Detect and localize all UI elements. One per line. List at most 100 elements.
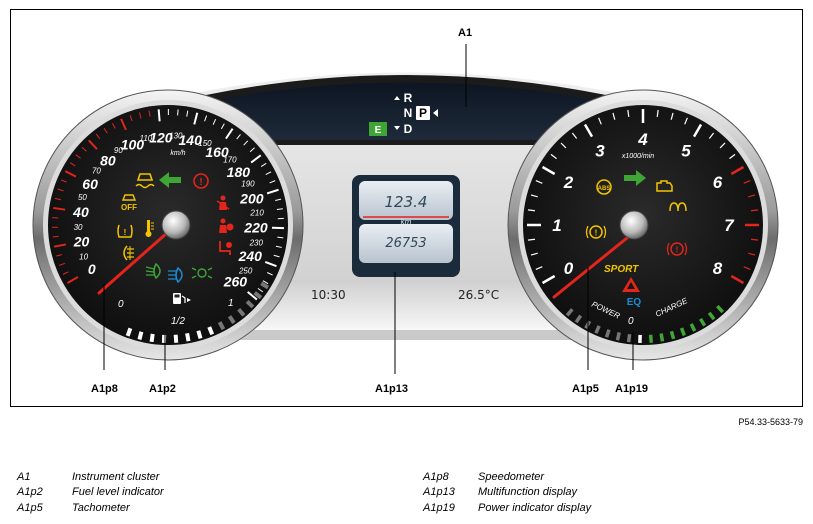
svg-text:OFF: OFF <box>121 203 137 212</box>
tach-tick <box>670 112 674 120</box>
fuel-segment <box>207 326 215 336</box>
speed-tick <box>53 206 66 211</box>
mfd-trip-tile <box>359 181 453 220</box>
tach-tick <box>627 109 630 118</box>
speed-tick <box>204 115 208 122</box>
gear-up-arrow-icon <box>394 96 400 100</box>
tach-tick <box>535 266 543 270</box>
tach-label: 8 <box>713 259 723 278</box>
esp-off-icon: OFF <box>121 194 137 212</box>
speedometer-ticks <box>52 108 284 301</box>
callout-a1: A1 <box>458 27 473 39</box>
clock: 10:30 <box>311 288 346 302</box>
tach-label: 3 <box>595 142 605 161</box>
speed-label: 140 <box>179 132 203 148</box>
trip-distance: 123.4 <box>385 193 428 211</box>
tachometer-hub <box>619 210 649 240</box>
power-segment <box>698 317 707 327</box>
eco-indicator: E <box>375 125 382 136</box>
speed-tick <box>257 287 264 293</box>
svg-text:!: ! <box>595 229 598 238</box>
speed-label: 200 <box>239 190 264 206</box>
callout-a1p8: A1p8 <box>91 383 118 395</box>
power-segment <box>594 325 601 334</box>
abs-warning-icon: ABS <box>596 179 612 195</box>
gear-p-box <box>416 106 430 120</box>
power-segment <box>615 332 621 341</box>
speed-minor-label: 110 <box>139 134 152 143</box>
speed-tick <box>265 171 272 175</box>
speed-label: 260 <box>223 274 248 290</box>
tach-tick <box>612 112 616 120</box>
fuel-segment <box>227 315 236 324</box>
speed-tick <box>157 109 161 122</box>
power-segment <box>574 314 583 324</box>
speedometer-hub <box>161 210 191 240</box>
speed-tick <box>129 115 133 122</box>
turn-signal-left-icon <box>159 172 181 188</box>
speed-label: 20 <box>73 233 90 249</box>
speed-tick <box>262 280 269 285</box>
tach-tick <box>560 142 567 149</box>
fuel-segment <box>237 307 246 317</box>
speed-tick <box>250 154 262 164</box>
speed-tick <box>53 243 67 248</box>
speed-tick <box>212 119 217 125</box>
tach-tick <box>748 194 756 198</box>
coolant-temp-icon <box>145 220 154 237</box>
gear-p: P <box>419 106 427 120</box>
speed-tick <box>260 162 267 167</box>
speed-tick <box>138 112 142 119</box>
turn-signal-right-icon <box>624 170 646 186</box>
sport-mode-indicator: SPORT <box>604 264 639 275</box>
fuel-segment <box>217 321 226 331</box>
tach-label: 5 <box>681 142 691 161</box>
speed-tick <box>69 162 76 167</box>
speed-tick <box>64 170 77 178</box>
tach-tick <box>750 209 759 212</box>
check-engine-icon <box>656 180 673 192</box>
speed-tick <box>120 118 127 131</box>
tach-tick <box>729 153 736 160</box>
speed-label: 0 <box>88 261 96 277</box>
tach-tick <box>743 180 751 184</box>
tach-unit: x1000/min <box>621 153 654 160</box>
mfd-odometer-tile <box>359 224 453 263</box>
brake-system-icon: ! <box>666 242 688 256</box>
fuel-empty-label: 0 <box>118 299 124 310</box>
tach-tick <box>748 252 756 256</box>
speed-tick <box>264 260 277 268</box>
tachometer-ticks <box>527 109 759 285</box>
parking-brake-icon: ! <box>585 225 607 239</box>
svg-text:!: ! <box>676 246 679 255</box>
seat-occupancy-icon <box>219 241 232 255</box>
power-segment <box>604 329 611 338</box>
gear-indicator-arrow-icon <box>433 109 438 117</box>
power-segment <box>669 330 676 340</box>
trip-unit: km <box>401 218 412 226</box>
power-segment <box>659 333 665 342</box>
tach-tick <box>530 194 538 198</box>
speed-minor-label: 210 <box>249 208 264 217</box>
fuel-half-label: 1/2 <box>171 316 185 327</box>
speed-label: 240 <box>238 248 263 264</box>
callout-a1p19: A1p19 <box>615 383 649 395</box>
tach-label: 1 <box>552 216 561 235</box>
speed-tick <box>177 109 179 116</box>
speed-minor-label: 250 <box>238 267 253 276</box>
tach-label: 2 <box>563 173 574 192</box>
speed-label: 220 <box>243 219 268 235</box>
tire-pressure-icon: ! <box>117 224 133 238</box>
gear-down-arrow-icon <box>394 126 400 130</box>
speed-tick <box>111 122 116 129</box>
speed-label: 180 <box>227 164 251 180</box>
svg-text:ABS: ABS <box>598 186 611 192</box>
multifunction-display: 123.4 km 26753 10:30 26.5°C <box>311 175 499 302</box>
fuel-segment <box>185 332 191 342</box>
fuel-level-indicator <box>125 281 270 343</box>
gear-selector-display: R N P D E <box>369 91 438 136</box>
svg-text:!: ! <box>124 228 127 237</box>
